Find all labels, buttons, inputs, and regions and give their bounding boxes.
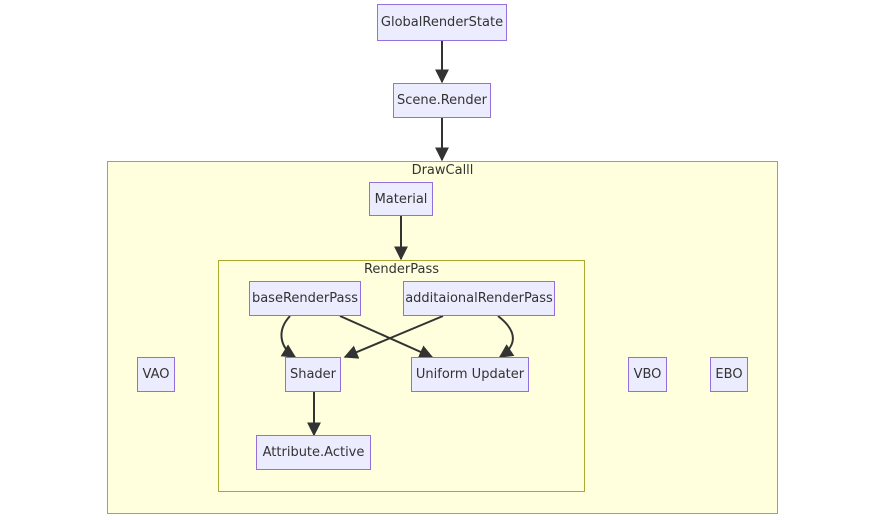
node-vao: VAO: [137, 357, 175, 392]
cluster-renderpass-label: RenderPass: [363, 262, 440, 277]
node-scene-render: Scene.Render: [393, 83, 491, 118]
node-uniform-updater: Uniform Updater: [411, 357, 529, 392]
cluster-drawcall-label: DrawCalll: [411, 163, 474, 178]
node-global-render-state: GlobalRenderState: [377, 4, 507, 41]
node-ebo: EBO: [710, 357, 748, 392]
node-material: Material: [369, 182, 433, 216]
node-vbo: VBO: [628, 357, 667, 392]
node-shader: Shader: [285, 357, 341, 392]
node-additional-render-pass: additaionalRenderPass: [403, 281, 555, 316]
node-base-render-pass: baseRenderPass: [249, 281, 361, 316]
node-attribute-active: Attribute.Active: [256, 435, 371, 470]
